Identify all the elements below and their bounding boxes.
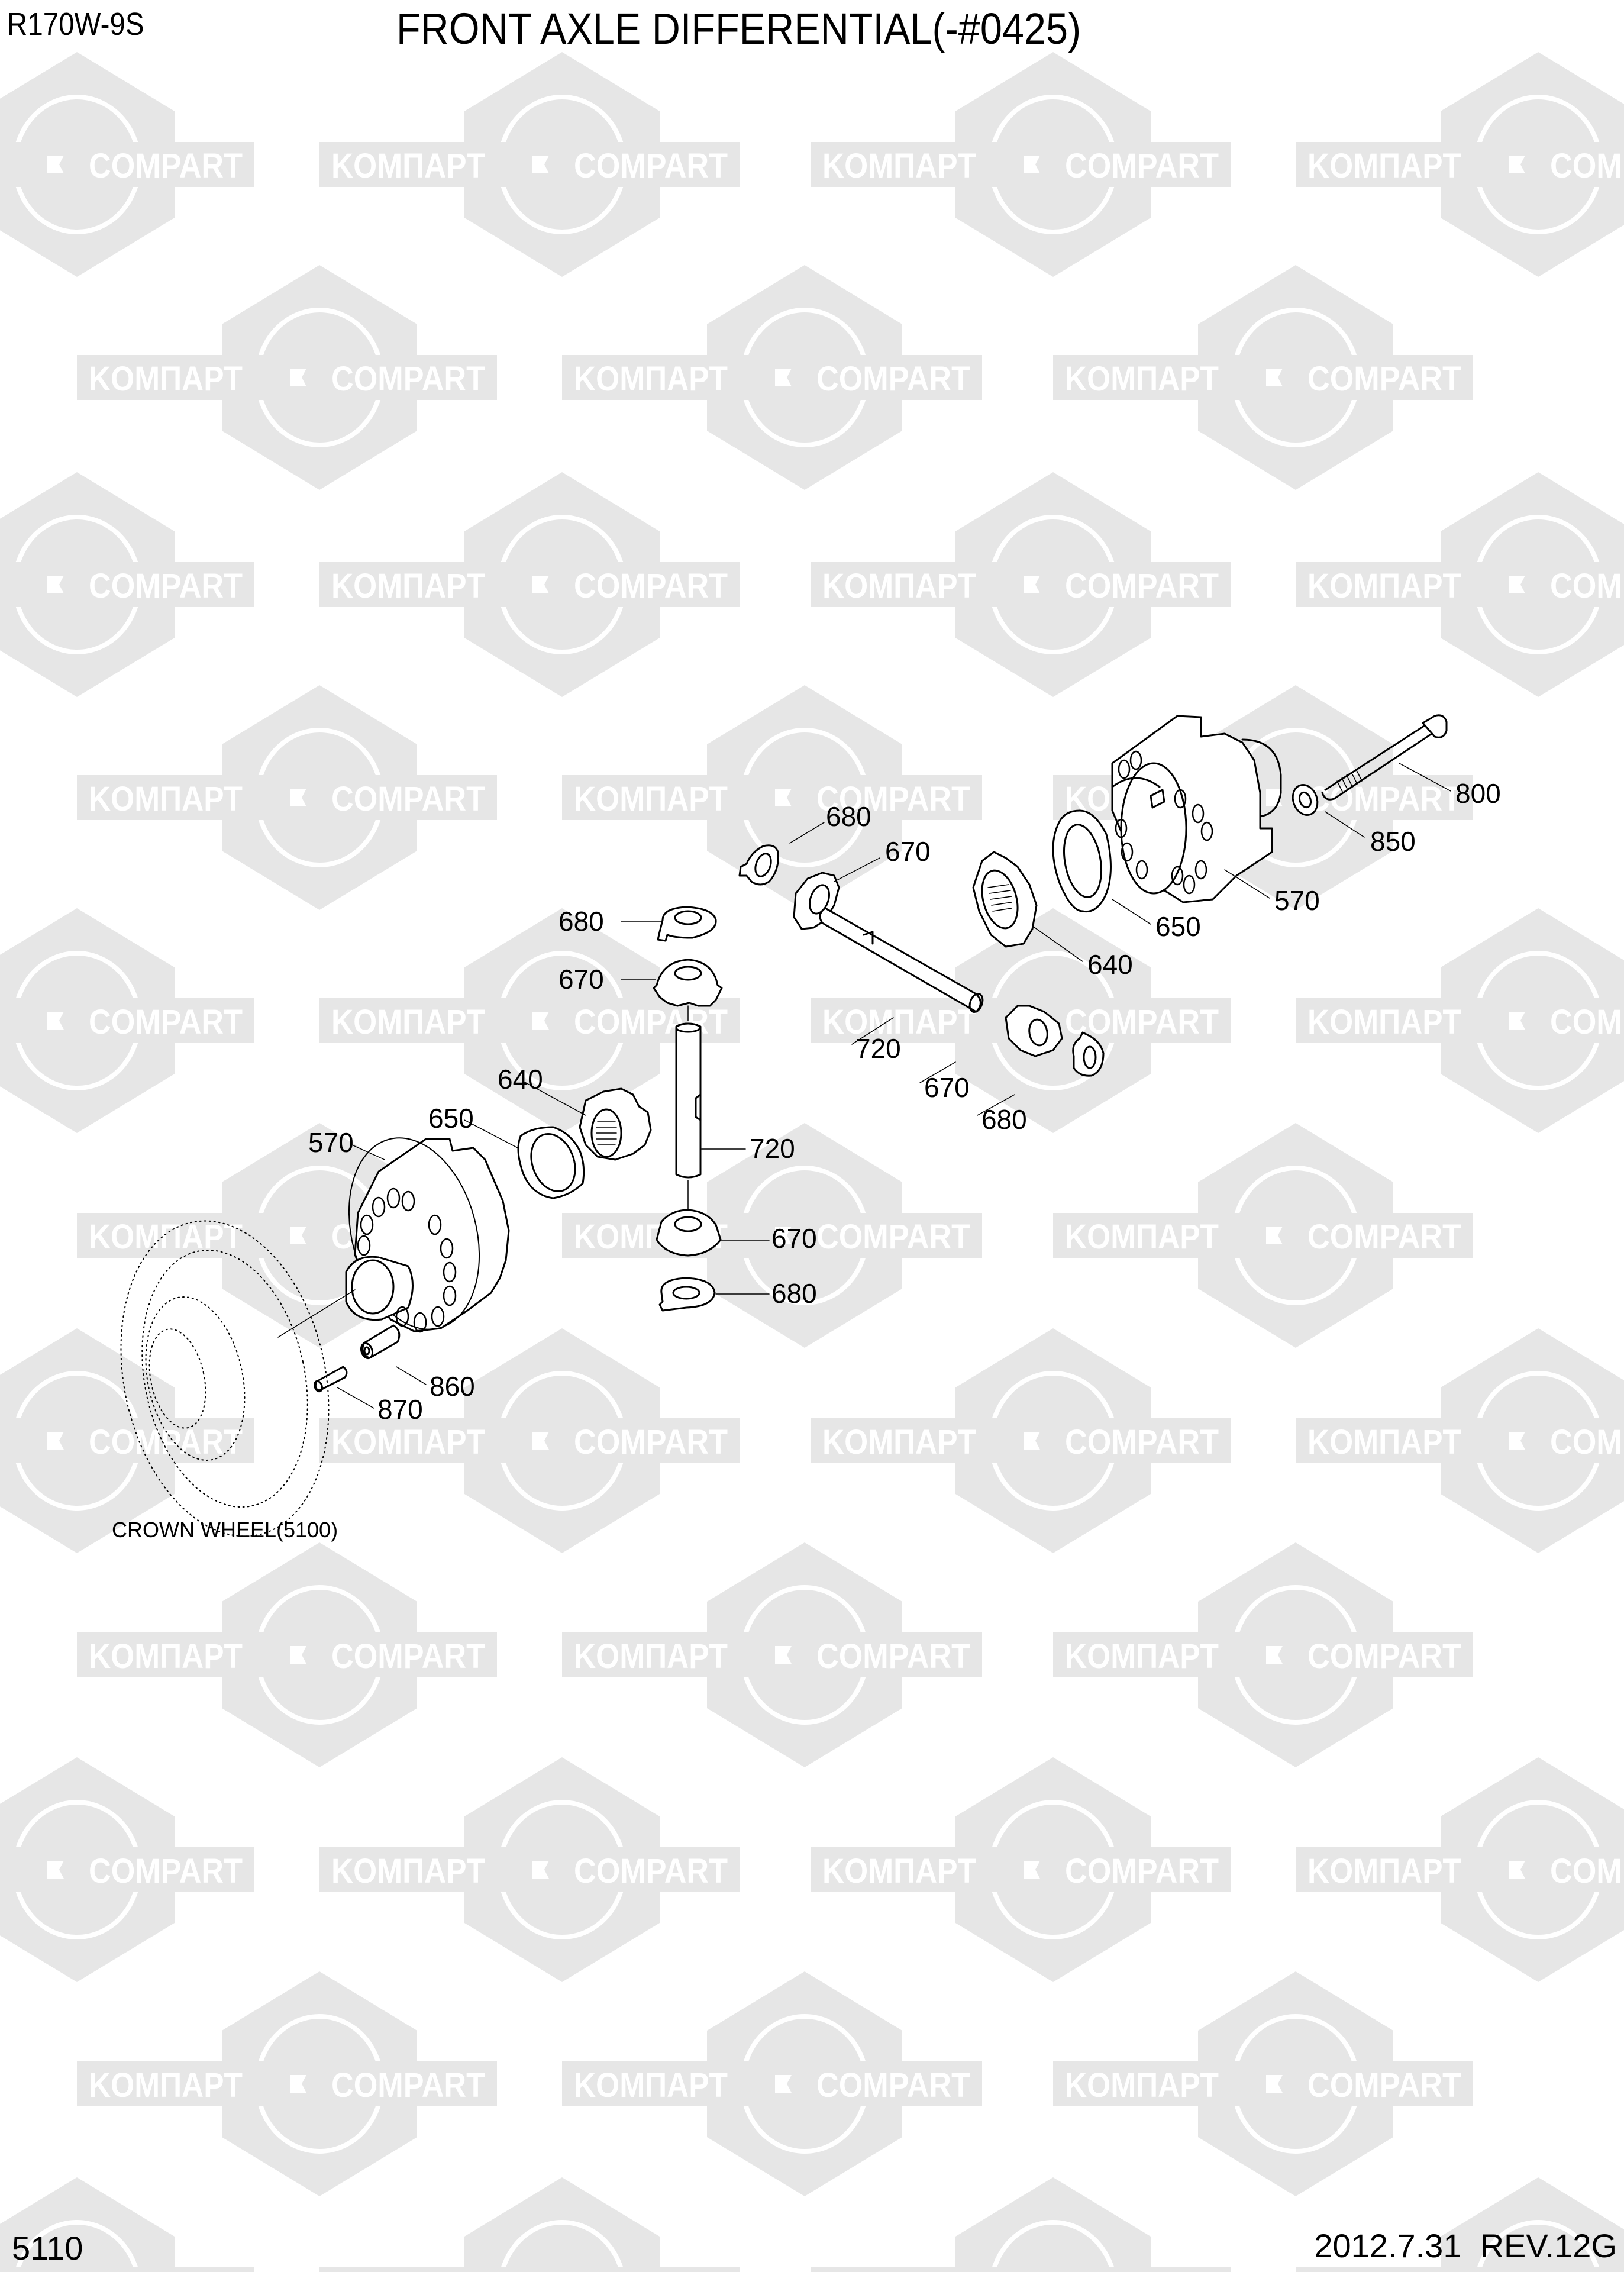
callout-680-left[interactable]: 680 — [558, 906, 604, 937]
washer-680-left — [657, 906, 717, 942]
callout-860[interactable]: 860 — [430, 1371, 475, 1402]
side-gear-640-left — [579, 1087, 652, 1161]
callout-720-diagonal[interactable]: 720 — [855, 1033, 901, 1064]
page-title: FRONT AXLE DIFFERENTIAL(-#0425) — [396, 4, 1081, 53]
callout-670-upper[interactable]: 670 — [885, 836, 931, 867]
model-number: R170W-9S — [7, 7, 144, 42]
washer-680-lower — [1072, 1031, 1105, 1077]
callout-670-lower[interactable]: 670 — [924, 1072, 970, 1103]
callout-870[interactable]: 870 — [377, 1394, 423, 1425]
sleeve-860 — [360, 1324, 401, 1360]
callout-650-left[interactable]: 650 — [428, 1103, 474, 1134]
callout-850[interactable]: 850 — [1370, 826, 1416, 857]
thrust-washer-650-left — [517, 1126, 585, 1199]
callout-720-vertical[interactable]: 720 — [750, 1133, 795, 1164]
callout-680-lower[interactable]: 680 — [981, 1104, 1027, 1135]
callout-570-left[interactable]: 570 — [308, 1127, 354, 1158]
callout-680-upper[interactable]: 680 — [826, 801, 871, 832]
washer-680-upper — [738, 844, 779, 886]
pinion-670-lower — [1005, 1005, 1063, 1057]
page-code: 5110 — [12, 2229, 83, 2267]
callout-670-left[interactable]: 670 — [558, 964, 604, 995]
pinion-670-bottom — [656, 1209, 722, 1257]
diff-case-upper — [1111, 715, 1282, 903]
diff-case-lower — [345, 1137, 510, 1333]
crown-wheel-phantom — [120, 1220, 330, 1537]
callout-570-right[interactable]: 570 — [1274, 885, 1320, 916]
callout-640-left[interactable]: 640 — [498, 1064, 543, 1095]
callout-670-bottom[interactable]: 670 — [771, 1223, 817, 1254]
callout-650-right[interactable]: 650 — [1155, 911, 1201, 942]
spider-shaft-720-diagonal — [819, 907, 984, 1013]
callout-640-right[interactable]: 640 — [1087, 949, 1133, 980]
callout-680-bottom[interactable]: 680 — [771, 1278, 817, 1309]
washer-680-bottom — [658, 1277, 716, 1312]
spider-shaft-720-vertical — [675, 1022, 702, 1179]
pin-870 — [314, 1366, 348, 1393]
bolt-800 — [1321, 714, 1448, 801]
leader-lines — [277, 763, 1451, 1409]
pinion-670-left — [653, 958, 723, 1007]
side-gear-640-upper — [972, 851, 1038, 948]
callout-800[interactable]: 800 — [1455, 778, 1501, 809]
crown-wheel-reference-note: CROWN WHEEL(5100) — [112, 1518, 338, 1542]
revision-date: 2012.7.31 REV.12G — [1314, 2227, 1617, 2264]
washer-850 — [1292, 784, 1319, 816]
thrust-washer-650-upper — [1052, 809, 1112, 913]
